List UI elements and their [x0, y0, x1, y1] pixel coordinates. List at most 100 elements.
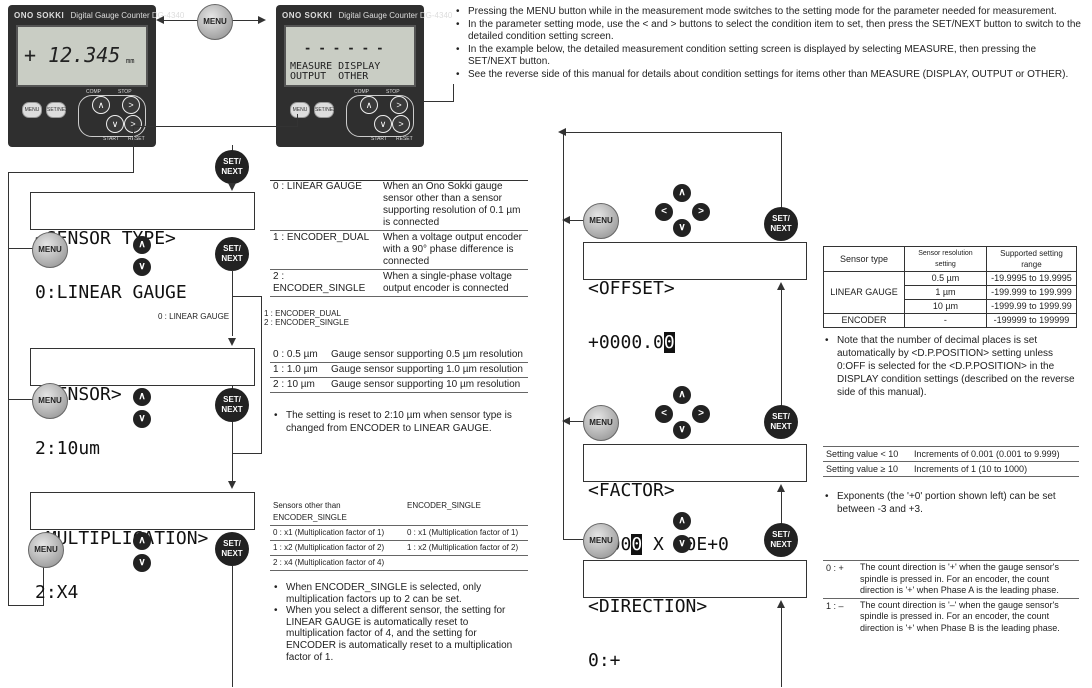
direction-table: 0 : + The count direction is '+' when th…	[823, 560, 1079, 635]
menu-button[interactable]: MENU	[583, 523, 619, 559]
device-down-button[interactable]: ∨	[106, 115, 124, 133]
table-cell: 0 : LINEAR GAUGE	[273, 181, 362, 192]
up-button[interactable]: ∧	[133, 236, 151, 254]
left-button[interactable]: <	[655, 405, 673, 423]
sensor-notes: The setting is reset to 2:10 µm when sen…	[272, 410, 528, 435]
device-down-button[interactable]: ∨	[374, 115, 392, 133]
lcd-direction: <DIRECTION> 0:+	[583, 560, 807, 670]
arrow-down	[228, 183, 236, 191]
down-button[interactable]: ∨	[133, 258, 151, 276]
left-button[interactable]: <	[655, 203, 673, 221]
menu-button[interactable]: MENU	[32, 232, 68, 268]
arrow-left	[562, 216, 570, 224]
multiplication-table: Sensors other than ENCODER_SINGLE ENCODE…	[270, 499, 528, 571]
table-row: 1 : ENCODER_DUAL When a voltage output e…	[270, 231, 528, 270]
lcd-multiplication: <MULTIPLICATION> 2:X4	[30, 492, 255, 602]
set-next-button[interactable]: SET/NEXT	[764, 405, 798, 439]
set-next-button[interactable]: SET/NEXT	[764, 207, 798, 241]
table-cell: 1 : –	[826, 600, 844, 611]
table-cell: Setting value ≥ 10	[826, 464, 898, 474]
connector	[232, 296, 262, 297]
set-next-button[interactable]: SET/NEXT	[215, 237, 249, 271]
table-cell: Increments of 0.001 (0.001 to 9.999)	[914, 449, 1060, 459]
table-cell: Gauge sensor supporting 0.5 µm resolutio…	[331, 349, 523, 360]
table-header: Sensors other than ENCODER_SINGLE	[273, 501, 347, 522]
factor-table: Setting value < 10 Increments of 0.001 (…	[823, 446, 1079, 477]
set-next-button[interactable]: SET/NEXT	[215, 150, 249, 184]
up-button[interactable]: ∧	[133, 532, 151, 550]
table-cell: When an Ono Sokki gauge sensor other tha…	[383, 181, 521, 228]
up-button[interactable]: ∧	[133, 388, 151, 406]
table-row: 2 : ENCODER_SINGLE When a single-phase v…	[270, 270, 528, 297]
menu-button-top[interactable]: MENU	[197, 4, 233, 40]
arrow-left	[156, 16, 164, 24]
device-set-button[interactable]: SET/NEXT	[46, 102, 71, 118]
table-row: 1 : – The count direction is '–' when th…	[823, 598, 1079, 635]
table-row: 1 µm -199.999 to 199.999	[824, 285, 1078, 300]
multiplication-notes: When ENCODER_SINGLE is selected, only mu…	[272, 582, 528, 663]
table-cell: -199999 to 199999	[985, 313, 1078, 328]
table-cell: 1 µm	[904, 285, 987, 300]
table-cell: 0 : 0.5 µm	[273, 349, 318, 360]
up-button[interactable]: ∧	[673, 386, 691, 404]
right-button[interactable]: >	[692, 405, 710, 423]
table-cell: 2 : 10 µm	[273, 379, 315, 390]
sensor-type-table: 0 : LINEAR GAUGE When an Ono Sokki gauge…	[270, 180, 528, 297]
device-up-button[interactable]: ∧	[92, 96, 110, 114]
connector	[133, 126, 134, 172]
down-button[interactable]: ∨	[133, 410, 151, 428]
table-cell: Gauge sensor supporting 10 µm resolution	[331, 379, 521, 390]
device-right-button[interactable]: >	[390, 96, 408, 114]
sensor-table: 0 : 0.5 µm Gauge sensor supporting 0.5 µ…	[270, 348, 528, 393]
menu-button[interactable]: MENU	[32, 383, 68, 419]
factor-note: Exponents (the '+0' portion shown left) …	[823, 491, 1079, 516]
menu-button[interactable]: MENU	[583, 203, 619, 239]
device-menu-button[interactable]: MENU	[290, 102, 310, 118]
connector	[563, 539, 583, 540]
intro-note: See the reverse side of this manual for …	[454, 69, 1086, 82]
table-row: Setting value ≥ 10 Increments of 1 (10 t…	[823, 462, 1079, 477]
set-next-button[interactable]: SET/NEXT	[215, 388, 249, 422]
set-next-button[interactable]: SET/NEXT	[215, 532, 249, 566]
intro-note: In the parameter setting mode, use the <…	[454, 19, 1086, 44]
right-button[interactable]: >	[692, 203, 710, 221]
device-lcd: + 12.345 mm	[16, 25, 148, 87]
menu-button[interactable]: MENU	[28, 532, 64, 568]
cursor: 0	[663, 332, 675, 353]
device-brand: ONO SOKKI Digital Gauge Counter DG-4340	[14, 11, 185, 20]
up-button[interactable]: ∧	[673, 512, 691, 530]
device-label-start: START	[103, 136, 119, 142]
up-button[interactable]: ∧	[673, 184, 691, 202]
down-button[interactable]: ∨	[673, 421, 691, 439]
device-set-button[interactable]: SET/NEXT	[314, 102, 339, 118]
sensor-note: The setting is reset to 2:10 µm when sen…	[272, 410, 528, 435]
device-label-comp: COMP	[86, 89, 101, 95]
menu-button[interactable]: MENU	[583, 405, 619, 441]
connector	[781, 132, 782, 215]
lcd-offset: <OFFSET> +0000.00	[583, 242, 807, 353]
device-up-button[interactable]: ∧	[360, 96, 378, 114]
table-cell: When a voltage output encoder with a 90°…	[383, 232, 522, 267]
connector	[566, 421, 590, 422]
table-cell: ENCODER	[823, 313, 905, 328]
table-cell: 1 : 1.0 µm	[273, 364, 318, 375]
device-label-start: START	[371, 136, 387, 142]
down-button[interactable]: ∨	[673, 219, 691, 237]
device-right-lower-button[interactable]: >	[392, 115, 410, 133]
device-right-lower-button[interactable]: >	[124, 115, 142, 133]
device-right-button[interactable]: >	[122, 96, 140, 114]
arrow-right	[258, 16, 266, 24]
down-button[interactable]: ∨	[673, 535, 691, 553]
set-next-button[interactable]: SET/NEXT	[764, 523, 798, 557]
device-setting-mode: ONO SOKKI Digital Gauge Counter DG-4340 …	[276, 5, 452, 147]
lcd-sensor: <SENSOR> 2:10um	[30, 348, 255, 458]
table-cell: The count direction is '+' when the gaug…	[860, 562, 1060, 595]
setting-row2: OUTPUT OTHER	[290, 71, 369, 82]
connector	[781, 490, 782, 530]
connector	[453, 84, 454, 102]
arrow-up	[777, 484, 785, 492]
table-cell: Setting value < 10	[826, 449, 899, 459]
lcd-sensor-type: <SENSOR TYPE> 0:LINEAR GAUGE	[30, 192, 255, 302]
device-menu-button[interactable]: MENU	[22, 102, 42, 118]
down-button[interactable]: ∨	[133, 554, 151, 572]
